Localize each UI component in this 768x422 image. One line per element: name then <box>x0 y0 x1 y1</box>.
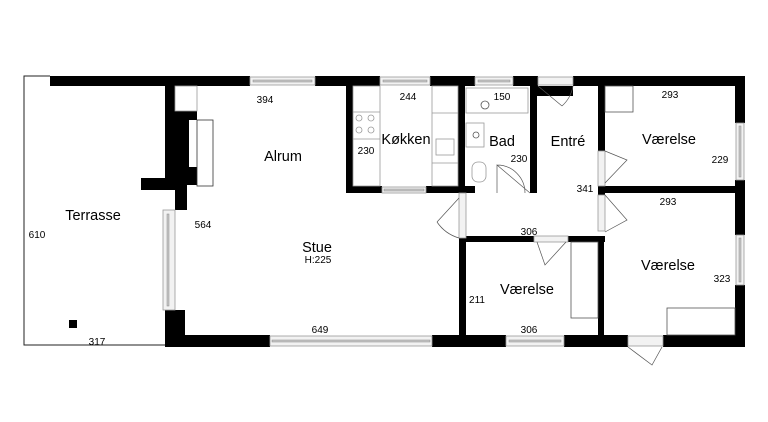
room-label-vaerelse-ne: Værelse <box>642 132 696 148</box>
dim-vaerelse-ne-width: 293 <box>662 90 679 101</box>
room-label-stue: Stue <box>302 240 332 256</box>
room-label-entre: Entré <box>551 134 586 150</box>
dim-vaerelse-e-height: 323 <box>714 274 731 285</box>
room-label-vaerelse-e: Værelse <box>641 258 695 274</box>
fixtures <box>352 85 736 336</box>
dim-kokken-height: 230 <box>358 146 375 157</box>
dim-vaerelse-s-height: 211 <box>469 295 485 306</box>
dim-vaerelse-s-width: 306 <box>521 325 538 336</box>
dim-stue-height: 564 <box>195 220 212 231</box>
exterior-walls <box>50 76 745 347</box>
dim-entre-width: 306 <box>521 227 538 238</box>
terrace-post <box>69 320 77 328</box>
dim-alrum-width: 394 <box>257 95 274 106</box>
dim-bad-height: 230 <box>511 154 528 165</box>
dim-terrasse-height: 610 <box>29 230 46 241</box>
terrace-area <box>23 75 165 346</box>
doors <box>436 76 664 366</box>
dim-bad-width: 150 <box>494 92 511 103</box>
room-label-vaerelse-s: Værelse <box>500 282 554 298</box>
room-label-terrasse: Terrasse <box>65 208 121 224</box>
stue-ceiling-height: H:225 <box>305 255 332 266</box>
dim-entre-height: 341 <box>577 184 594 195</box>
dim-kokken-width: 244 <box>400 92 417 103</box>
dim-vaerelse-ne-height: 229 <box>712 155 729 166</box>
interior-walls <box>346 86 735 347</box>
dim-stue-width: 649 <box>312 325 329 336</box>
dim-terrasse-width: 317 <box>89 337 106 348</box>
windows <box>162 76 745 347</box>
room-label-alrum: Alrum <box>264 149 302 165</box>
room-label-kokken: Køkken <box>381 132 430 148</box>
dim-vaerelse-e-width: 293 <box>660 197 677 208</box>
labels: Terrasse 610 317 Alrum 394 Stue H:225 56… <box>29 90 731 348</box>
room-label-bad: Bad <box>489 134 515 150</box>
